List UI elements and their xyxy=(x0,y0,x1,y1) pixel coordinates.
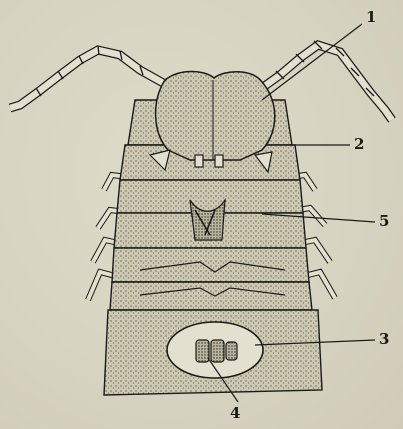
head-capsule xyxy=(156,72,275,161)
callout-label-2: 2 xyxy=(354,137,364,152)
callout-label-4: 4 xyxy=(230,406,240,421)
callout-label-3: 3 xyxy=(379,332,389,347)
posterior-structure xyxy=(196,340,237,362)
callout-label-5: 5 xyxy=(379,214,389,229)
callout-label-1: 1 xyxy=(366,10,376,25)
